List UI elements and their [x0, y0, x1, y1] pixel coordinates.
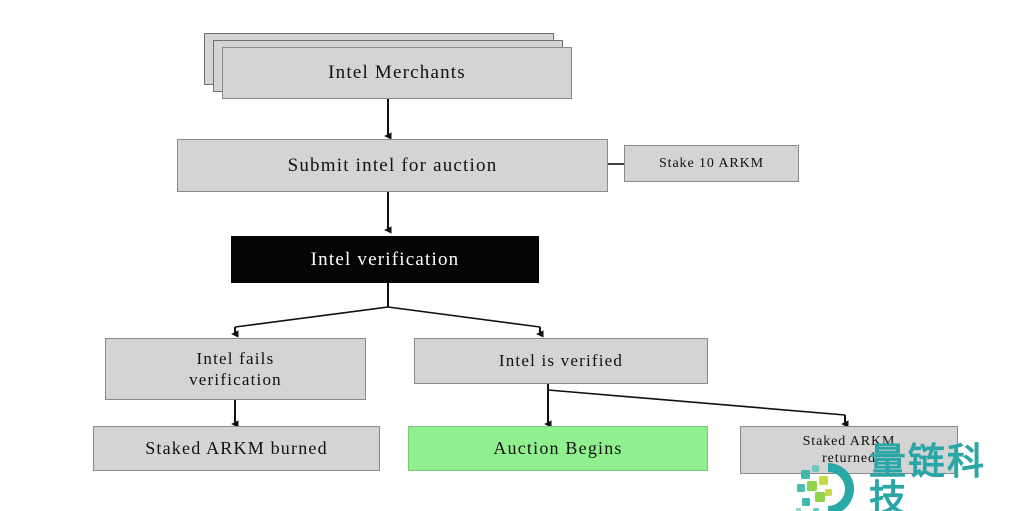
node-intel-verification-label: Intel verification [310, 248, 460, 270]
node-intel-fails-verification[interactable]: Intel fails verification [105, 338, 366, 400]
node-intel-verification[interactable]: Intel verification [231, 236, 539, 283]
node-intel-is-verified-label: Intel is verified [498, 351, 624, 371]
node-staked-arkm-returned-label: Staked ARKM returned [802, 433, 896, 467]
node-staked-arkm-burned[interactable]: Staked ARKM burned [93, 426, 380, 471]
node-intel-merchants[interactable]: Intel Merchants [222, 47, 572, 99]
edge-verification-to-verified [387, 306, 541, 328]
node-staked-arkm-burned-label: Staked ARKM burned [145, 438, 328, 459]
node-staked-arkm-returned[interactable]: Staked ARKM returned [740, 426, 958, 474]
edge-verified-to-returned-diagonal [547, 389, 846, 416]
node-auction-begins[interactable]: Auction Begins [408, 426, 708, 471]
node-intel-is-verified[interactable]: Intel is verified [414, 338, 708, 384]
node-submit-intel[interactable]: Submit intel for auction [177, 139, 608, 192]
node-auction-begins-label: Auction Begins [493, 438, 623, 459]
node-intel-fails-verification-label: Intel fails verification [189, 348, 282, 389]
node-stake-arkm-label: Stake 10 ARKM [658, 155, 765, 171]
node-submit-intel-label: Submit intel for auction [287, 154, 498, 176]
node-stake-arkm[interactable]: Stake 10 ARKM [624, 145, 799, 182]
node-intel-merchants-label: Intel Merchants [328, 62, 466, 84]
edge-verification-to-fails [234, 306, 389, 328]
